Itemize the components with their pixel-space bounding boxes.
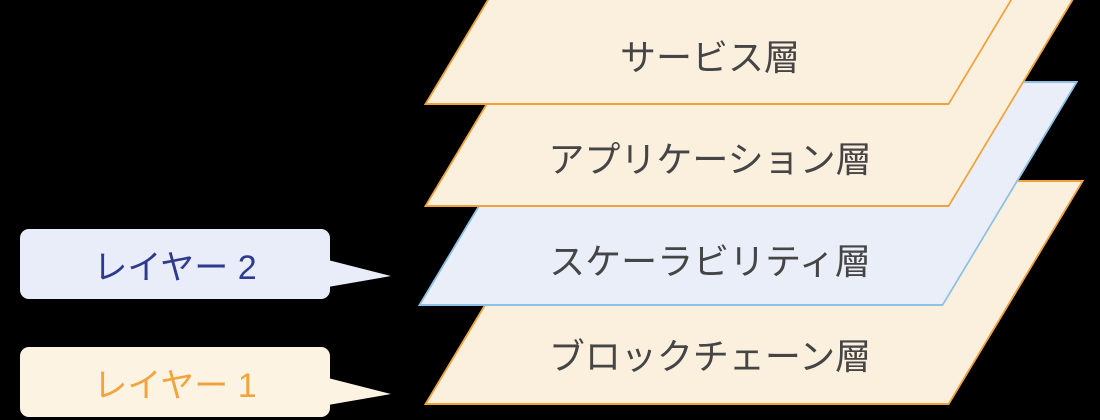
layer-blockchain-label: ブロックチェーン層 xyxy=(548,336,872,377)
layer-application-label: アプリケーション層 xyxy=(548,139,872,180)
callout-pointer-icon xyxy=(328,260,391,287)
callout-layer2-label: レイヤー 2 xyxy=(93,248,257,287)
callout-pointer-icon xyxy=(328,378,391,405)
layer-service-label: サービス層 xyxy=(619,37,800,78)
layer-scalability-label: スケーラビリティ層 xyxy=(549,241,871,282)
callout-layer1-label: レイヤー 1 xyxy=(93,366,257,405)
callout-layer2: レイヤー 2 xyxy=(20,229,391,299)
callout-layer1: レイヤー 1 xyxy=(20,347,391,417)
